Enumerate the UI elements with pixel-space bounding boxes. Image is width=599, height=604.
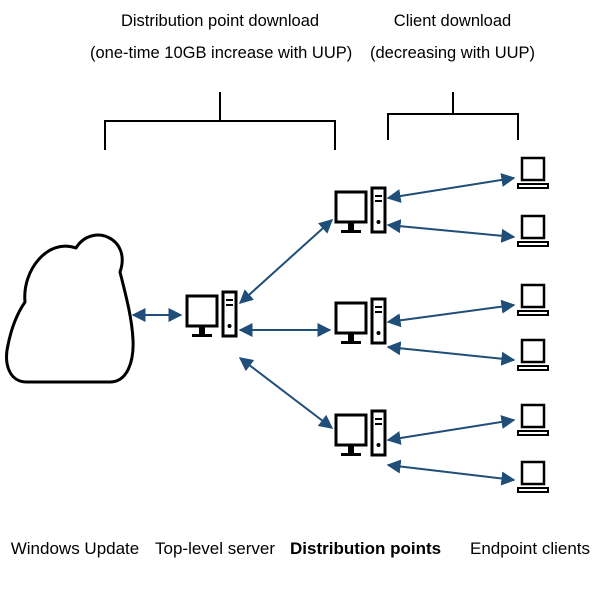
client-header-line1: Client download [393,12,512,30]
client-brace [387,92,519,140]
distribution-point-3-icon [334,409,387,458]
endpoint-client-2-icon [516,214,550,248]
distribution-header-line1: Distribution point download [120,12,320,30]
client-header-line2: (decreasing with UUP) [370,44,536,62]
endpoint-client-3-icon [516,283,550,317]
arrow-dp3-to-client6 [386,459,516,486]
distribution-points-label: Distribution points [290,539,442,558]
distribution-brace [104,92,336,150]
top-level-server-label: Top-level server [155,539,275,558]
arrow-dp2-to-client4 [386,341,516,366]
endpoint-clients-label: Endpoint clients [469,539,591,558]
distribution-header-line2: (one-time 10GB increase with UUP) [90,44,353,62]
endpoint-client-6-icon [516,460,550,494]
arrow-dp1-to-client2 [386,219,516,243]
arrow-dp2-to-client3 [386,299,516,328]
endpoint-client-5-icon [516,403,550,437]
windows-update-label: Windows Update [10,539,140,558]
cloud-icon [5,233,135,384]
arrow-dp3-to-client5 [386,415,516,445]
arrow-dp1-to-client1 [386,173,516,203]
endpoint-client-1-icon [516,156,550,190]
top-level-server-icon [185,290,238,339]
distribution-point-2-icon [334,297,387,346]
distribution-point-1-icon [334,186,387,235]
arrow-server-to-dp3 [238,357,334,429]
endpoint-client-4-icon [516,338,550,372]
arrow-server-to-dp1 [238,219,334,304]
